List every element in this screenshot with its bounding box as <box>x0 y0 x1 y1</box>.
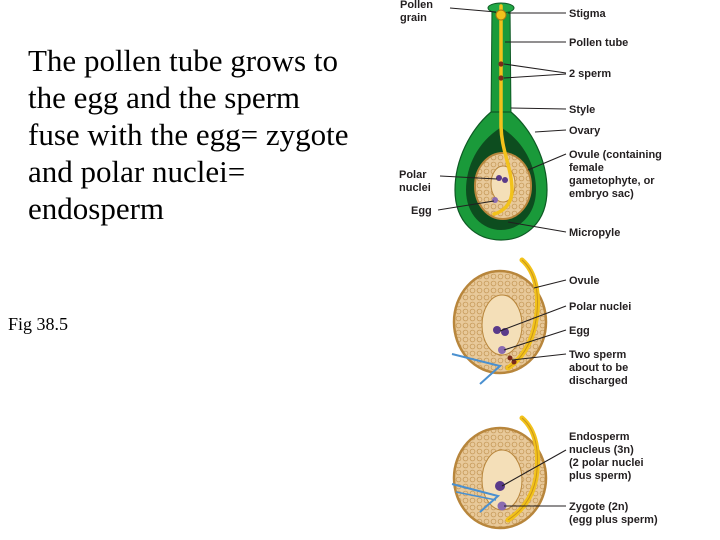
body-line: fuse with the egg= zygote <box>28 117 349 152</box>
label-two-sperm-3: discharged <box>569 375 628 387</box>
sperm-shape <box>511 359 517 365</box>
figure-caption: Fig 38.5 <box>8 314 69 334</box>
sperm-shape <box>498 61 504 67</box>
pollen-tube-shape <box>492 4 514 216</box>
label-ovule-middle: Ovule <box>569 275 600 287</box>
bottom-leader-lines <box>501 449 567 507</box>
label-ovule-4: embryo sac) <box>569 188 634 200</box>
label-ovule-1: Ovule (containing <box>569 149 662 161</box>
label-style: Style <box>569 104 595 116</box>
top-leader-lines <box>437 7 567 233</box>
zygote-shape <box>497 501 507 511</box>
polar-nucleus-shape <box>496 175 502 181</box>
label-micropyle: Micropyle <box>569 227 620 239</box>
ovule-illustration-middle <box>451 257 548 385</box>
sperm-shape <box>498 75 504 81</box>
label-polar-nuclei-1: Polar <box>399 169 427 181</box>
label-endosperm-2: nucleus (3n) <box>569 444 634 456</box>
egg-shape <box>492 197 498 203</box>
label-pollen-grain-1: Pollen <box>400 0 433 11</box>
label-two-sperm-1: Two sperm <box>569 349 626 361</box>
ovule-illustration-bottom <box>451 415 548 530</box>
slide-body-text: The pollen tube grows to the egg and the… <box>28 42 408 227</box>
middle-leader-lines <box>499 279 567 361</box>
sperm-shape <box>507 355 513 361</box>
label-2-sperm: 2 sperm <box>569 68 611 80</box>
label-endosperm-1: Endosperm <box>569 431 630 443</box>
polar-nucleus-shape <box>493 326 501 334</box>
body-line: the egg and the sperm <box>28 80 301 115</box>
label-ovary: Ovary <box>569 125 601 137</box>
label-egg-top: Egg <box>411 205 432 217</box>
label-polar-nuclei-middle: Polar nuclei <box>569 301 631 313</box>
polar-nucleus-shape <box>502 177 508 183</box>
pistil-illustration <box>454 2 548 241</box>
label-zygote-1: Zygote (2n) <box>569 501 629 513</box>
body-line: and polar nuclei= <box>28 154 246 189</box>
label-endosperm-4: plus sperm) <box>569 470 632 482</box>
label-pollen-tube: Pollen tube <box>569 37 628 49</box>
micropyle-shape <box>451 353 503 385</box>
endosperm-nucleus-shape <box>495 481 505 491</box>
label-endosperm-3: (2 polar nuclei <box>569 457 644 469</box>
label-egg-middle: Egg <box>569 325 590 337</box>
body-line: The pollen tube grows to <box>28 43 338 78</box>
label-two-sperm-2: about to be <box>569 362 628 374</box>
label-ovule-2: female <box>569 162 604 174</box>
pollen-grain-shape <box>495 9 507 21</box>
label-pollen-grain-2: grain <box>400 12 427 24</box>
label-ovule-3: gametophyte, or <box>569 175 655 187</box>
label-zygote-2: (egg plus sperm) <box>569 514 658 526</box>
label-polar-nuclei-2: nuclei <box>399 182 431 194</box>
egg-shape <box>498 346 506 354</box>
micropyle-shape <box>451 483 501 513</box>
label-stigma: Stigma <box>569 8 607 20</box>
body-line: endosperm <box>28 191 165 226</box>
